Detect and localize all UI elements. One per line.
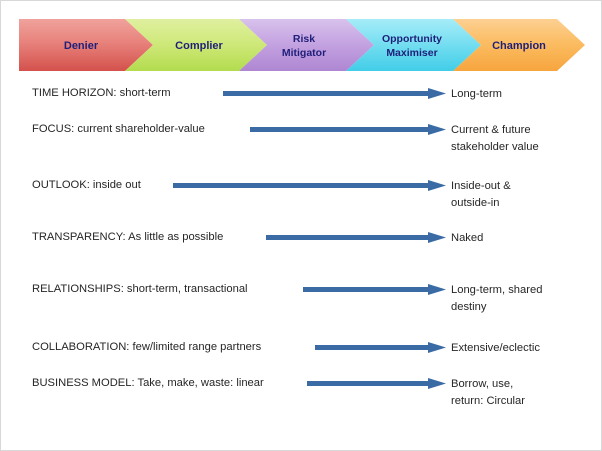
arrow-icon — [266, 232, 446, 243]
row-right-label-line1: Current & future — [451, 124, 531, 136]
chevron-stage-denier[interactable]: Denier — [19, 19, 153, 71]
chevron-label-champion: Champion — [492, 40, 546, 52]
transition-arrow — [315, 342, 446, 353]
row-left-label: TRANSPARENCY: As little as possible — [32, 231, 224, 243]
arrow-icon — [315, 342, 446, 353]
row-right-label-line2: stakeholder value — [451, 141, 539, 153]
row-right-label-line1: Extensive/eclectic — [451, 342, 540, 354]
chevron-label-risk-mitigator-line1: Risk — [293, 33, 315, 45]
transition-arrow — [307, 378, 446, 389]
row-right-label-line1: Naked — [451, 232, 484, 244]
row-right-label: Inside-out & outside-in — [451, 178, 596, 212]
arrow-icon — [303, 284, 446, 295]
arrow-icon — [250, 124, 446, 135]
row-left-label: RELATIONSHIPS: short-term, transactional — [32, 283, 248, 295]
arrow-icon — [223, 88, 446, 99]
arrow-icon — [307, 378, 446, 389]
row-right-label-line1: Borrow, use, — [451, 378, 514, 390]
maturity-chevron-band: Denier Complier Risk Mitigator Opportuni… — [19, 19, 585, 71]
chevron-stage-complier[interactable]: Complier — [125, 19, 267, 71]
row-right-label: Extensive/eclectic — [451, 340, 596, 357]
row-right-label: Long-term, shared destiny — [451, 282, 596, 316]
chevron-stage-opportunity-maximiser[interactable]: Opportunity Maximiser — [346, 19, 481, 71]
transition-arrow — [223, 88, 446, 99]
row-right-label: Borrow, use, return: Circular — [451, 376, 596, 410]
transition-arrow — [173, 180, 446, 191]
row-left-label: BUSINESS MODEL: Take, make, waste: linea… — [32, 377, 264, 389]
row-right-label: Naked — [451, 230, 596, 247]
row-right-label-line1: Long-term — [451, 88, 502, 100]
row-left-label: COLLABORATION: few/limited range partner… — [32, 341, 262, 353]
row-right-label: Current & future stakeholder value — [451, 122, 596, 156]
transition-arrow — [250, 124, 446, 135]
chevron-label-risk-mitigator-line2: Mitigator — [282, 47, 326, 59]
row-right-label-line1: Inside-out & — [451, 180, 511, 192]
chevron-label-opportunity-maximiser-line1: Opportunity — [382, 33, 442, 45]
transition-arrow — [303, 284, 446, 295]
arrow-icon — [173, 180, 446, 191]
transition-arrow — [266, 232, 446, 243]
row-right-label-line2: destiny — [451, 301, 487, 313]
chevron-stage-risk-mitigator[interactable]: Risk Mitigator — [239, 19, 374, 71]
row-left-label: TIME HORIZON: short-term — [32, 87, 171, 99]
chevron-stage-champion[interactable]: Champion — [453, 19, 585, 71]
chevron-label-complier: Complier — [175, 40, 223, 52]
row-right-label-line1: Long-term, shared — [451, 284, 543, 296]
row-left-label: OUTLOOK: inside out — [32, 179, 141, 191]
row-right-label-line2: return: Circular — [451, 395, 525, 407]
row-right-label-line2: outside-in — [451, 197, 500, 209]
chevron-label-opportunity-maximiser-line2: Maximiser — [386, 47, 437, 59]
chevron-svg: Denier Complier Risk Mitigator Opportuni… — [19, 19, 585, 71]
chevron-label-denier: Denier — [64, 40, 99, 52]
row-right-label: Long-term — [451, 86, 596, 103]
row-left-label: FOCUS: current shareholder-value — [32, 123, 205, 135]
